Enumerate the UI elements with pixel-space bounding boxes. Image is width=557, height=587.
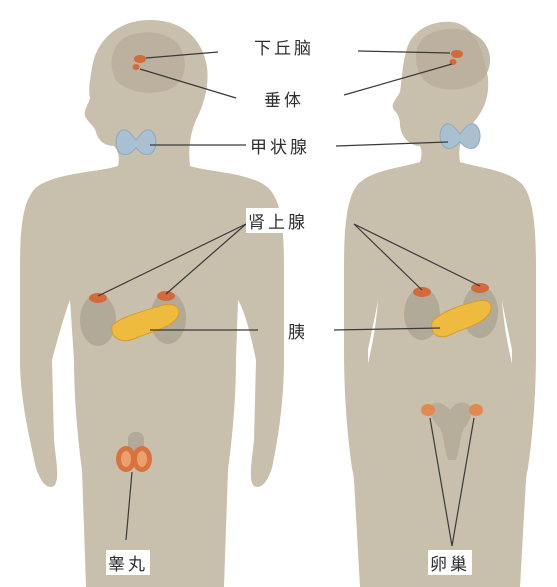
female-hypothalamus [451,50,463,58]
male-body-silhouette [20,20,284,587]
female-figure [344,22,536,587]
label-hypothalamus: 下丘脑 [252,34,316,59]
male-left-testis-highlight [121,451,131,467]
male-right-adrenal [157,291,175,301]
label-ovary: 卵巢 [428,550,472,575]
female-right-adrenal [471,283,489,293]
male-hypothalamus [134,55,146,63]
female-left-ovary [421,404,435,416]
label-pituitary: 垂体 [262,86,306,111]
label-adrenal: 肾上腺 [246,208,310,233]
female-left-adrenal [413,287,431,297]
male-right-testis-highlight [137,451,147,467]
label-testis: 睾丸 [106,550,150,575]
male-pituitary [133,64,140,70]
male-left-adrenal [89,293,107,303]
label-thyroid: 甲状腺 [248,133,312,158]
female-body-silhouette [344,22,536,587]
male-brain [112,32,185,93]
female-right-ovary [469,404,483,416]
label-pancreas: 胰 [286,318,310,343]
male-figure [20,20,284,587]
